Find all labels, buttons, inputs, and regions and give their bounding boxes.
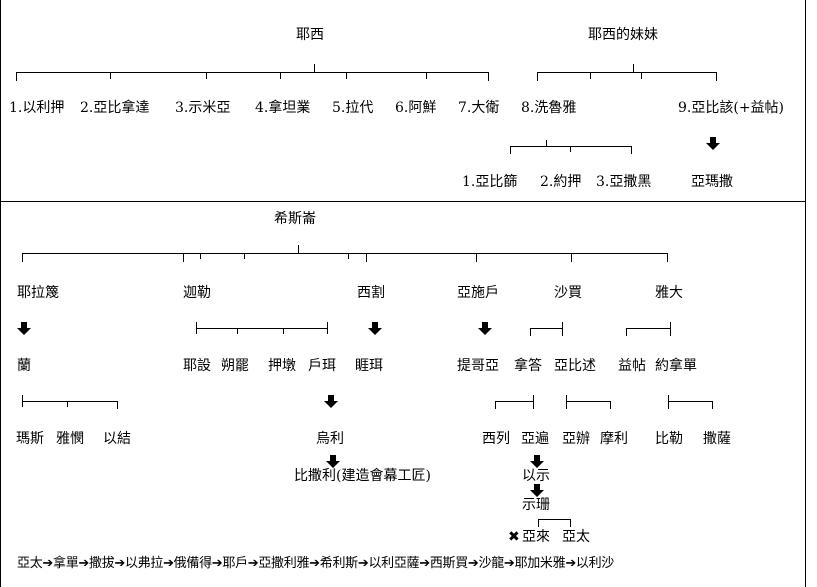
daughter-abigail: 9.亞比該(+益帖) <box>678 100 785 116</box>
node-abishur: 亞比述 <box>554 358 596 374</box>
bracket-hezron-sons <box>22 253 667 254</box>
bracket-sister-children <box>537 72 716 73</box>
son-david: 7.大衛 <box>458 100 500 116</box>
node-tekoa: 提哥亞 <box>457 358 499 374</box>
node-ardon: 押墩 <box>268 358 296 374</box>
node-jesher: 耶設 <box>183 358 211 374</box>
descent-chain: 亞太➔拿單➔撒拔➔以弗拉➔俄備得➔耶戶➔亞撒利雅➔希利斯➔以利亞薩➔西斯買➔沙龍… <box>17 556 615 571</box>
son-eliab: 1.以利押 <box>9 100 65 116</box>
arrow-down-icon <box>530 484 544 497</box>
bracket-jonathan-sons <box>668 401 712 402</box>
grandson-amasa: 亞瑪撒 <box>691 174 733 190</box>
bracket-ram-sons <box>22 401 117 402</box>
node-shobab: 朔罷 <box>221 358 249 374</box>
node-zaza: 撒薩 <box>703 431 731 447</box>
arrow-down-icon <box>326 455 340 468</box>
son-ashhur: 亞施戶 <box>457 285 499 301</box>
node-jonathan: 約拿單 <box>655 358 697 374</box>
bracket-abishur-sons <box>566 401 610 402</box>
son-shammai: 沙買 <box>554 285 582 301</box>
frame-right-border <box>805 0 806 587</box>
bracket-shammai-sons <box>530 328 562 329</box>
node-uri: 烏利 <box>316 431 344 447</box>
node-seled: 西列 <box>482 431 510 447</box>
node-bezalel: 比撒利(建造會幕工匠) <box>294 468 431 484</box>
son-raddai: 5.拉代 <box>332 100 374 116</box>
bracket-caleb-sons <box>196 328 327 329</box>
bracket-sheshan-children <box>538 519 570 520</box>
node-sheshan: 示珊 <box>522 497 550 513</box>
arrow-down-icon <box>17 322 31 335</box>
node-maaz: 瑪斯 <box>16 431 44 447</box>
node-jair: 睚珥 <box>355 358 383 374</box>
son-abinadab: 2.亞比拿達 <box>80 100 150 116</box>
son-nethanel: 4.拿坦業 <box>255 100 311 116</box>
son-segub: 西割 <box>357 285 385 301</box>
bracket-jada-sons <box>626 328 670 329</box>
arrow-down-icon <box>324 395 338 408</box>
son-ozem: 6.阿鮮 <box>395 100 437 116</box>
son-caleb: 迦勒 <box>183 285 211 301</box>
son-shimea: 3.示米亞 <box>175 100 231 116</box>
node-ahban: 亞辦 <box>562 431 590 447</box>
arrow-down-icon <box>478 322 492 335</box>
son-jada: 雅大 <box>655 285 683 301</box>
node-hur: 戶珥 <box>308 358 336 374</box>
node-appaim: 亞遍 <box>521 431 549 447</box>
node-hezron: 希斯崙 <box>274 211 316 227</box>
arrow-down-icon <box>368 322 382 335</box>
son-jerahmeel: 耶拉篾 <box>17 285 59 301</box>
node-jesse-sister: 耶西的妹妹 <box>588 27 658 43</box>
node-ram: 蘭 <box>17 358 31 374</box>
section-divider <box>0 201 806 202</box>
node-ishi: 以示 <box>522 468 550 484</box>
node-jamin: 雅憫 <box>56 431 84 447</box>
node-attai: 亞太 <box>562 529 590 545</box>
node-molid: 摩利 <box>600 431 628 447</box>
frame-left-border <box>0 0 1 587</box>
x-mark-icon: ✖ <box>508 529 520 545</box>
arrow-down-icon <box>530 455 544 468</box>
node-jesse: 耶西 <box>296 27 324 43</box>
arrow-down-icon <box>706 137 720 150</box>
grandson-abishai: 1.亞比篩 <box>462 174 518 190</box>
node-eker: 以結 <box>103 431 131 447</box>
bracket-jesse-sons <box>16 72 488 73</box>
grandson-joab: 2.約押 <box>540 174 582 190</box>
grandson-asahel: 3.亞撒黑 <box>596 174 652 190</box>
node-nadab: 拿答 <box>514 358 542 374</box>
node-jether: 益帖 <box>618 358 646 374</box>
bracket-nadab-sons <box>495 401 533 402</box>
daughter-zeruiah: 8.洗魯雅 <box>521 100 577 116</box>
node-ahlai: 亞來 <box>522 529 550 545</box>
node-peleth: 比勒 <box>655 431 683 447</box>
